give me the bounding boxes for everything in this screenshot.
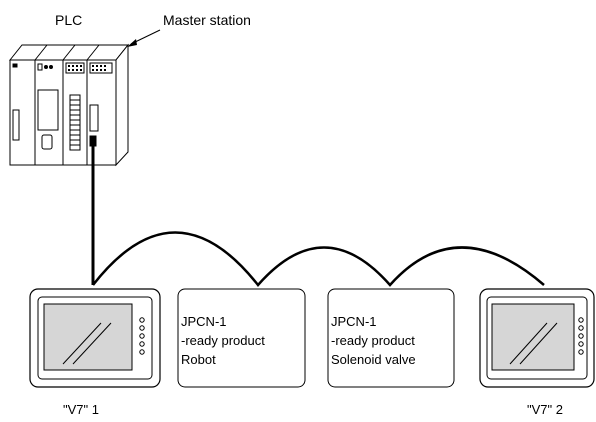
function-buttons-1 <box>139 317 145 355</box>
plc-unit <box>8 43 130 167</box>
device-1-caption: "V7" 1 <box>63 402 99 417</box>
jpcn-box-robot: JPCN-1 -ready product Robot <box>177 288 306 388</box>
master-station-label: Master station <box>163 12 251 28</box>
device-2-caption: "V7" 2 <box>527 402 563 417</box>
box-2-line-3: Solenoid valve <box>331 352 416 367</box>
box-1-line-1: JPCN-1 <box>181 314 227 329</box>
box-2-line-1: JPCN-1 <box>331 314 377 329</box>
function-buttons-2 <box>578 317 584 355</box>
network-cable <box>92 231 545 287</box>
box-2-line-2: -ready product <box>331 333 415 348</box>
box-1-line-2: -ready product <box>181 333 265 348</box>
v7-terminal-2 <box>479 288 595 388</box>
box-1-line-3: Robot <box>181 352 216 367</box>
screen-2 <box>491 303 575 371</box>
v7-terminal-1 <box>29 288 161 388</box>
jpcn-box-solenoid: JPCN-1 -ready product Solenoid valve <box>327 288 455 388</box>
master-station-arrow <box>127 29 161 47</box>
plc-label: PLC <box>55 12 82 28</box>
